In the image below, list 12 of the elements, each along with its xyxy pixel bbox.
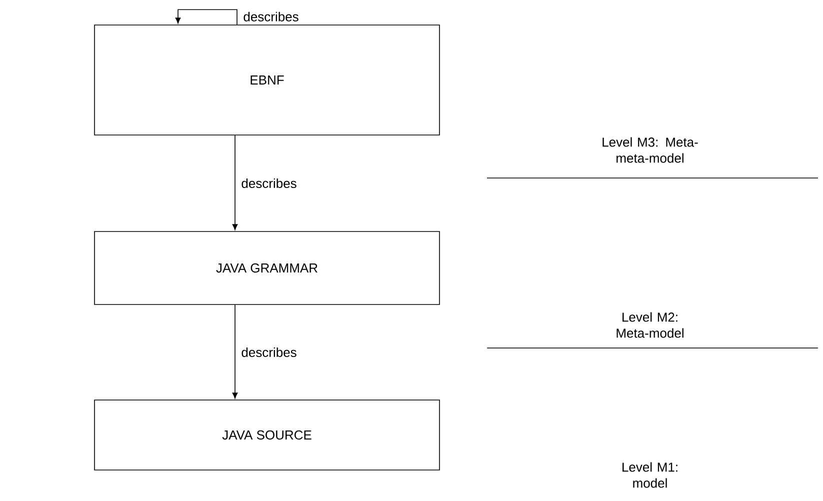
- arrow: [232, 304, 238, 399]
- level-label: Level M1: model: [622, 462, 678, 488]
- level-label: Level M3: Meta-meta-model: [602, 137, 698, 163]
- edge-label: describes: [240, 346, 298, 358]
- process-box: JAVA GRAMMAR: [94, 231, 440, 305]
- process-box: JAVA SOURCE: [94, 400, 440, 470]
- edge-label: describes: [240, 177, 298, 190]
- arrow: [232, 134, 238, 230]
- level-label: Level M2: Meta-model: [616, 312, 684, 338]
- process-box: EBNF: [94, 24, 440, 136]
- arrow: [175, 9, 238, 25]
- edge-label: describes: [242, 10, 300, 22]
